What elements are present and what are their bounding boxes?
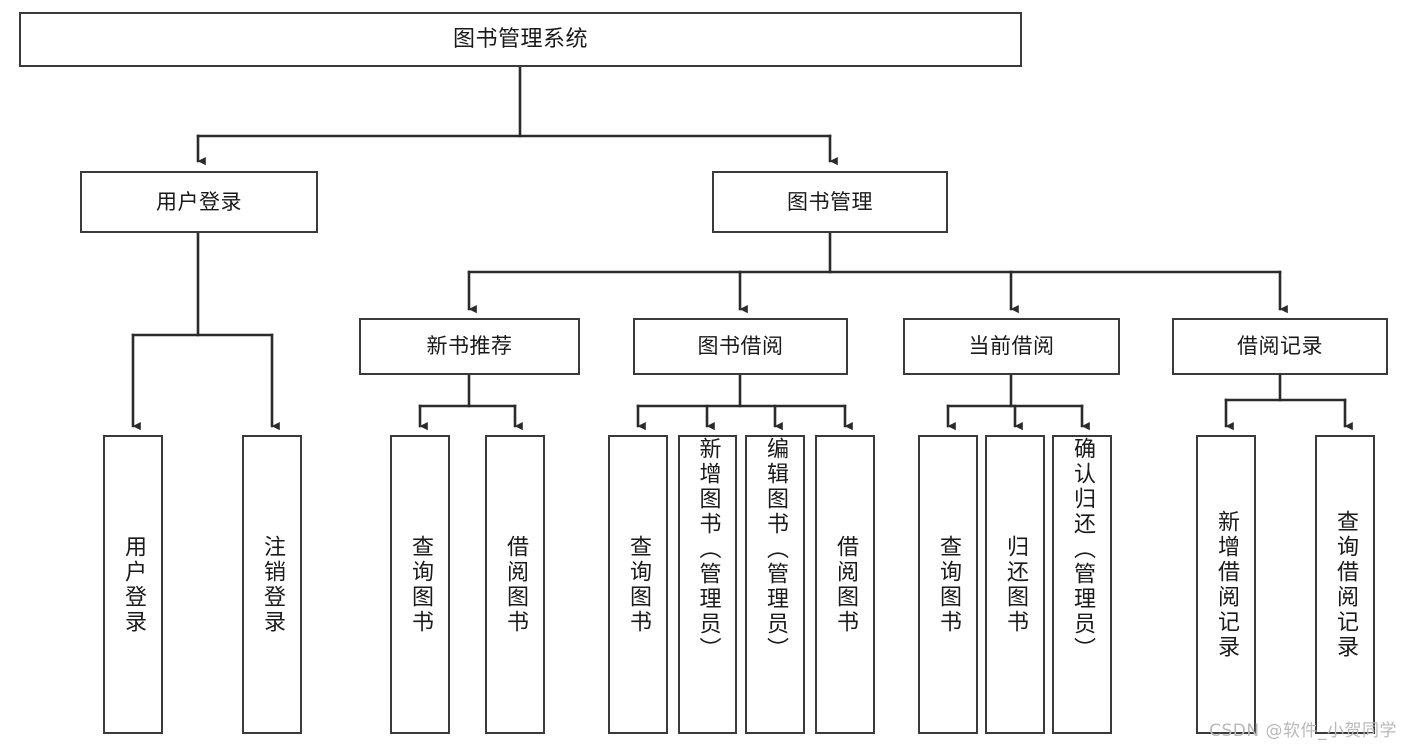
node-leaf-user-login[interactable]: 用户登录: [103, 435, 163, 734]
node-book-borrow[interactable]: 图书借阅: [633, 318, 848, 375]
node-borrow-record[interactable]: 借阅记录: [1172, 318, 1388, 375]
node-label: 图书管理: [787, 189, 873, 214]
node-current-borrow[interactable]: 当前借阅: [903, 318, 1120, 375]
node-label: 借阅图书: [503, 534, 528, 635]
node-leaf-borrow-book-1[interactable]: 借阅图书: [485, 435, 545, 734]
node-label: 注销登录: [260, 534, 285, 635]
node-label: 查询图书: [626, 534, 651, 635]
node-label: 借阅记录: [1237, 334, 1323, 359]
node-leaf-borrow-book-2[interactable]: 借阅图书: [815, 435, 875, 734]
node-label: 编辑图书（管理员）: [763, 437, 788, 662]
node-book-management-system[interactable]: 图书管理系统: [19, 12, 1022, 67]
node-leaf-user-logout[interactable]: 注销登录: [242, 435, 302, 734]
node-label: 新增借阅记录: [1214, 509, 1239, 660]
node-leaf-add-record[interactable]: 新增借阅记录: [1196, 435, 1256, 734]
watermark-text: CSDN @软件_小贺同学: [1209, 721, 1397, 741]
node-label: 用户登录: [156, 189, 242, 214]
node-label: 查询图书: [408, 534, 433, 635]
node-leaf-query-book-3[interactable]: 查询图书: [918, 435, 978, 734]
node-label: 归还图书: [1003, 534, 1028, 635]
node-user-login[interactable]: 用户登录: [80, 171, 318, 233]
node-leaf-add-book[interactable]: 新增图书（管理员）: [678, 435, 737, 734]
node-label: 图书借阅: [697, 334, 784, 359]
node-leaf-return-book[interactable]: 归还图书: [985, 435, 1045, 734]
node-leaf-query-book-2[interactable]: 查询图书: [608, 435, 668, 734]
node-book-manage[interactable]: 图书管理: [712, 171, 948, 233]
node-label: 新书推荐: [426, 334, 513, 359]
node-leaf-confirm-return[interactable]: 确认归还（管理员）: [1052, 435, 1112, 734]
node-label: 查询图书: [936, 534, 961, 635]
node-label: 新增图书（管理员）: [695, 437, 721, 662]
node-label: 确认归还（管理员）: [1070, 437, 1095, 662]
node-label: 图书管理系统: [452, 26, 588, 52]
node-new-book-recommend[interactable]: 新书推荐: [359, 318, 580, 375]
node-leaf-edit-book[interactable]: 编辑图书（管理员）: [745, 435, 805, 734]
node-leaf-query-record[interactable]: 查询借阅记录: [1315, 435, 1375, 734]
node-label: 借阅图书: [833, 534, 858, 635]
node-label: 用户登录: [121, 534, 146, 635]
node-label: 当前借阅: [968, 334, 1055, 359]
node-label: 查询借阅记录: [1333, 509, 1358, 660]
node-leaf-query-book-1[interactable]: 查询图书: [390, 435, 450, 734]
